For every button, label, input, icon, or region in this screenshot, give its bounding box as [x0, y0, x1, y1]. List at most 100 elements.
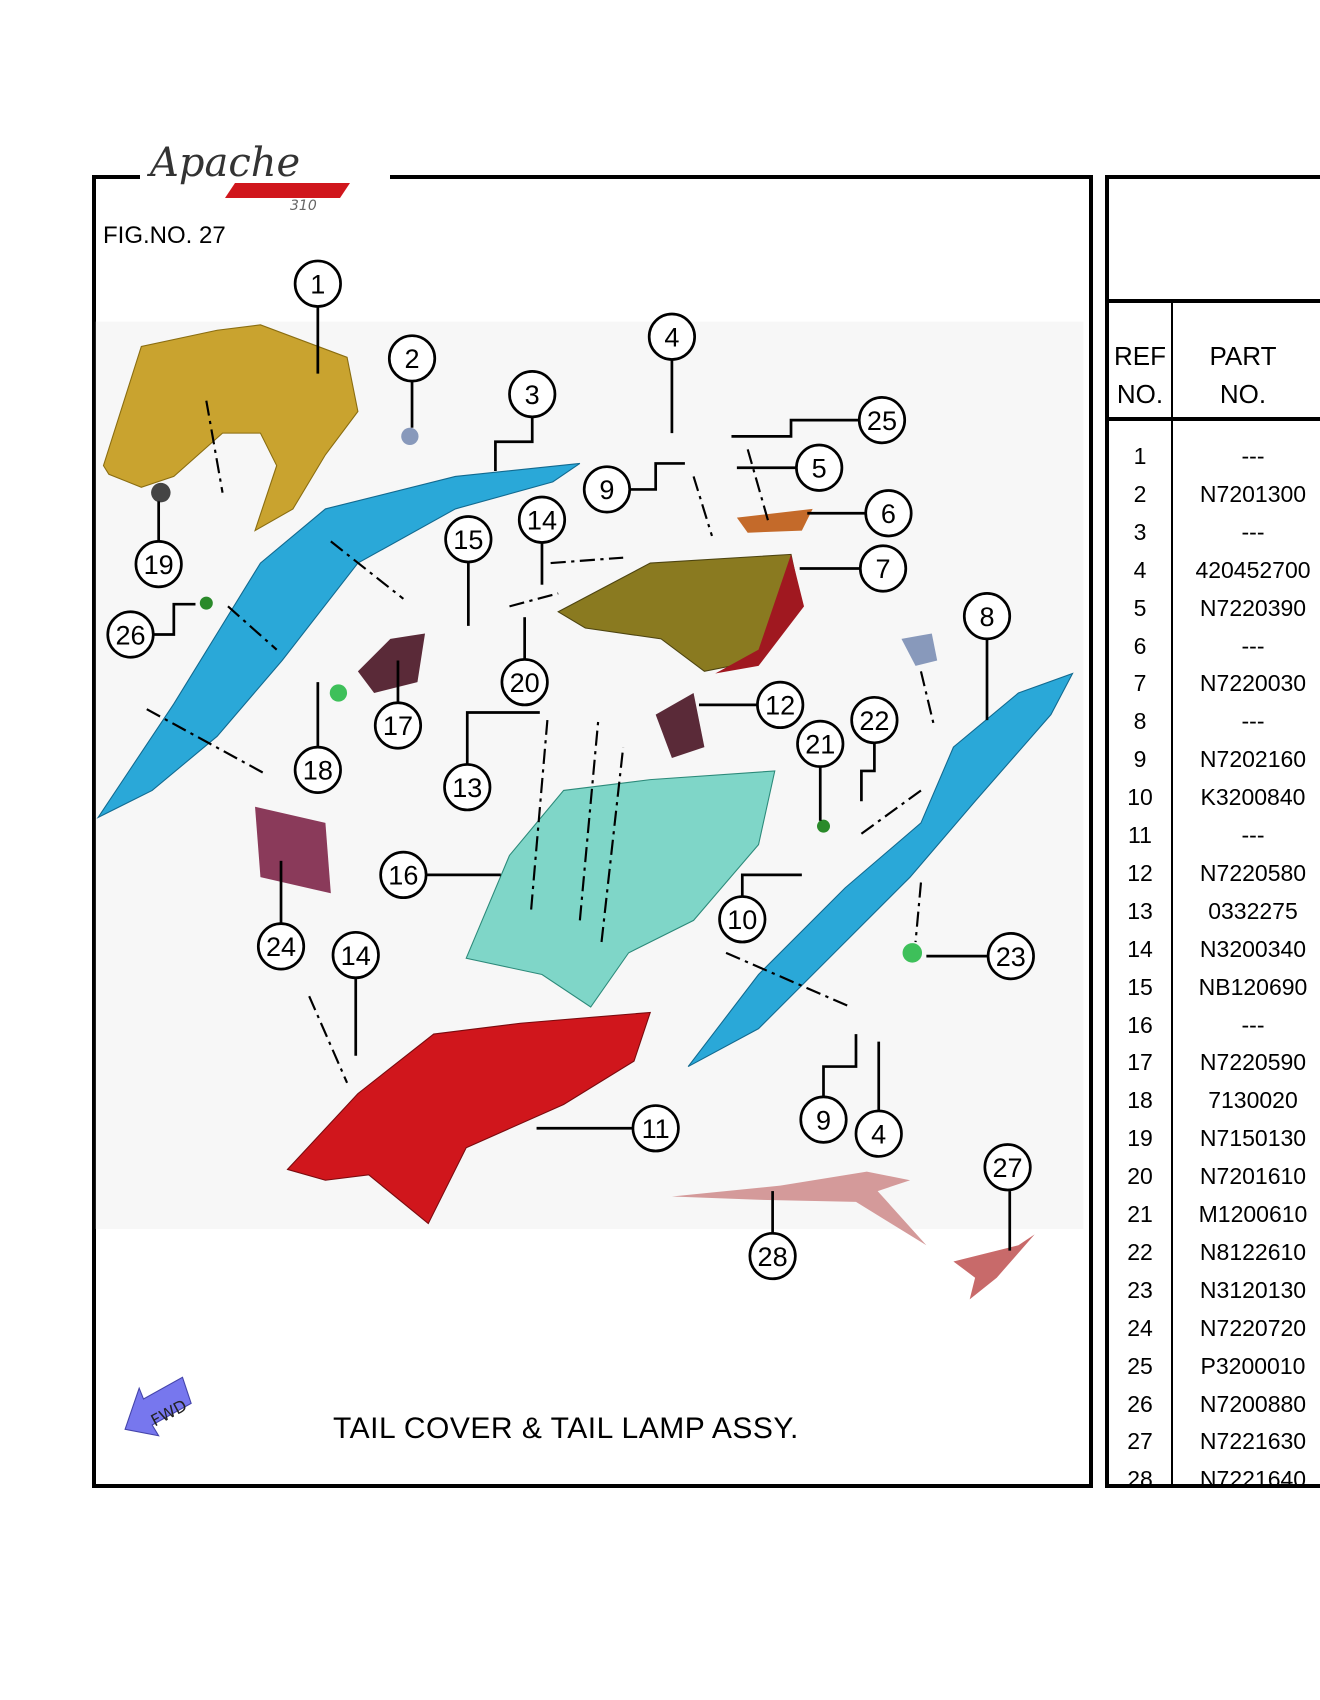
ref-no: 5	[1133, 594, 1147, 621]
callout-label: 8	[979, 601, 994, 632]
part-no: N3120130	[1199, 1276, 1307, 1303]
callout-label: 15	[453, 524, 483, 555]
callout-label: 24	[266, 931, 296, 962]
callout-16: 16	[379, 850, 428, 899]
callout-11: 11	[631, 1104, 680, 1153]
part-no: N7150130	[1199, 1125, 1307, 1152]
callout-label: 27	[993, 1152, 1023, 1183]
ref-no: 9	[1133, 746, 1147, 773]
callout-9: 9	[799, 1095, 848, 1144]
callout-27: 27	[983, 1143, 1032, 1192]
part-no: N7220390	[1199, 594, 1307, 621]
ref-no: 4	[1133, 556, 1147, 583]
callout-label: 28	[758, 1241, 788, 1272]
table-row: 7 N7220030	[1109, 664, 1320, 702]
ref-no: 23	[1127, 1276, 1153, 1303]
part-12	[655, 692, 705, 758]
callout-3: 3	[508, 370, 557, 419]
part-no: N7220030	[1199, 670, 1307, 697]
part-6	[736, 508, 813, 533]
callout-label: 25	[867, 405, 897, 436]
callout-17: 17	[373, 701, 423, 750]
part-no: ---	[1241, 822, 1265, 848]
part-no: N7220580	[1199, 859, 1307, 886]
part-no: NB120690	[1198, 973, 1308, 1000]
callout-label: 7	[876, 553, 891, 584]
callout-5: 5	[795, 443, 844, 492]
callout-label: 6	[881, 498, 896, 529]
callout-label: 13	[452, 772, 482, 803]
ref-no: 21	[1127, 1201, 1153, 1227]
part-no: N8122610	[1199, 1238, 1307, 1265]
part-no: ---	[1241, 632, 1265, 659]
part-no: N7220720	[1199, 1314, 1307, 1341]
part-no: N7201610	[1199, 1163, 1307, 1190]
part-right-side-cover	[687, 672, 1074, 1068]
ref-no: 25	[1127, 1352, 1153, 1379]
part-no: 0332275	[1208, 897, 1298, 924]
callout-6: 6	[864, 489, 913, 538]
callout-label: 11	[642, 1113, 670, 1144]
callout-8: 8	[962, 592, 1012, 641]
callout-label: 26	[115, 619, 145, 650]
ref-no: 3	[1133, 518, 1147, 545]
ref-no: 6	[1133, 632, 1147, 659]
ref-no: 27	[1127, 1428, 1153, 1455]
part-no: 7130020	[1208, 1087, 1298, 1114]
table-row: 13 0332275	[1109, 892, 1320, 930]
table-row: 1---	[1109, 437, 1320, 475]
table-row: 18 7130020	[1109, 1081, 1320, 1119]
callout-label: 1	[310, 268, 325, 299]
logo-brand: Apache	[146, 140, 300, 186]
ref-no: 16	[1127, 1011, 1153, 1038]
part-27	[953, 1234, 1035, 1300]
header-part: PART NO.	[1209, 341, 1277, 409]
table-row: 21 M1200610	[1109, 1195, 1320, 1233]
ref-no: 17	[1127, 1049, 1153, 1076]
callout-12: 12	[756, 680, 805, 729]
callout-label: 9	[816, 1104, 831, 1135]
ref-no: 7	[1133, 670, 1147, 697]
ref-no: 20	[1127, 1163, 1153, 1190]
callout-label: 22	[859, 705, 889, 736]
apache-rr310-logo: Apache 310	[140, 138, 390, 218]
fwd-arrow-icon: FWD	[124, 1376, 192, 1437]
table-row: 11---	[1109, 816, 1320, 854]
ref-no: 18	[1127, 1087, 1153, 1114]
callout-10: 10	[718, 895, 767, 944]
part-no: ---	[1241, 518, 1265, 545]
ref-no: 10	[1127, 784, 1153, 811]
part-no: M1200610	[1198, 1201, 1308, 1227]
callout-label: 9	[599, 474, 614, 505]
table-header	[1109, 299, 1320, 421]
ref-no: 8	[1133, 708, 1147, 735]
callout-label: 10	[727, 904, 757, 935]
part-no: N7201300	[1199, 480, 1307, 507]
callout-7: 7	[858, 544, 908, 593]
ref-no: 13	[1127, 897, 1153, 924]
callout-label: 14	[527, 504, 557, 535]
callout-label: 16	[388, 860, 418, 891]
callout-1: 1	[293, 259, 342, 308]
part-28	[671, 1171, 927, 1246]
callout-label: 4	[871, 1118, 886, 1149]
callout-label: 3	[525, 379, 540, 410]
ref-no: 12	[1127, 859, 1153, 886]
table-row: 8---	[1109, 702, 1320, 740]
ref-no: 22	[1127, 1238, 1153, 1265]
callout-18: 18	[293, 745, 342, 794]
table-row: 16 ---	[1109, 1006, 1320, 1044]
table-row: 20 N7201610	[1109, 1157, 1320, 1195]
part-no: N3200340	[1199, 935, 1307, 962]
svg-text:310: 310	[290, 198, 317, 214]
part-no: ---	[1241, 1011, 1265, 1038]
